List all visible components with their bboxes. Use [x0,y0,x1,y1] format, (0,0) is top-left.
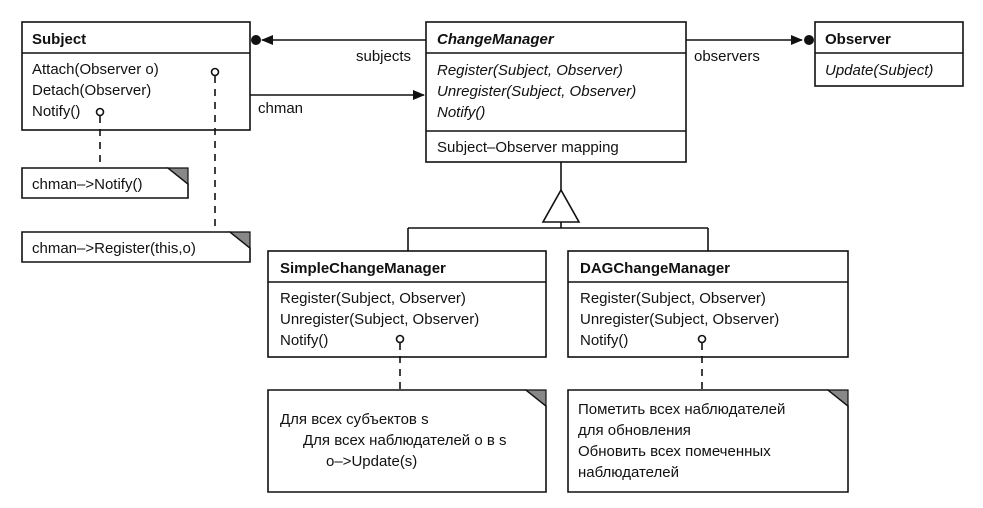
note-dag-line-3: Обновить всех помеченных [578,443,771,460]
dag-change-manager-box [567,250,849,358]
dag-op-register: Register(Subject, Observer) [580,290,766,307]
association-observers: observers [686,35,814,65]
note-simple-line-1: Для всех субъектов s [280,411,429,428]
association-subjects: subjects [251,35,426,65]
chman-label: chman [258,100,303,117]
observer-op-update: Update(Subject) [825,62,933,79]
subject-class-name: Subject [32,31,86,48]
note-fold-icon [228,231,251,250]
dag-notify-anchor [697,334,707,344]
change-manager-op-register: Register(Subject, Observer) [437,62,623,79]
note-dag-notify: Пометить всех наблюдателей для обновлени… [567,389,849,493]
subject-op-attach: Attach(Observer o) [32,61,159,78]
dag-change-manager-name: DAGChangeManager [580,260,730,277]
note-dag-notify-box [567,389,849,493]
change-manager-class-name: ChangeManager [437,31,555,48]
note-subject-notify: chman–>Notify() [21,167,189,199]
note-subject-attach-text: chman–>Register(this,o) [32,240,196,257]
dag-op-unregister: Unregister(Subject, Observer) [580,311,779,328]
simple-change-manager-box [267,250,547,358]
simple-change-manager-name: SimpleChangeManager [280,260,446,277]
simple-op-unregister: Unregister(Subject, Observer) [280,311,479,328]
note-dag-line-2: для обновления [578,422,691,439]
simple-change-manager-class[interactable]: SimpleChangeManager Register(Subject, Ob… [267,250,547,358]
observers-multiplicity-dot [804,35,814,45]
note-subject-notify-text: chman–>Notify() [32,176,142,193]
change-manager-class[interactable]: ChangeManager Register(Subject, Observer… [425,21,687,163]
subject-class[interactable]: Subject Attach(Observer o) Detach(Observ… [21,21,251,131]
subject-op-notify: Notify() [32,103,80,120]
note-simple-notify: Для всех субъектов s Для всех наблюдател… [267,389,547,493]
note-simple-line-2: Для всех наблюдателей o в s [303,432,507,449]
note-dag-line-4: наблюдателей [578,464,679,481]
subject-op-detach: Detach(Observer) [32,82,151,99]
dag-op-notify: Notify() [580,332,628,349]
subject-class-box [21,21,251,131]
note-subject-attach: chman–>Register(this,o) [21,231,251,263]
association-chman: chman [250,90,425,117]
observer-class-box [814,21,964,87]
note-subject-notify-box [21,167,189,199]
change-manager-op-notify: Notify() [437,104,485,121]
subjects-label: subjects [356,48,411,65]
subject-attach-anchor [210,67,220,77]
observer-class-name: Observer [825,31,891,48]
note-simple-notify-box [267,389,547,493]
subjects-multiplicity-dot [251,35,261,45]
observer-class[interactable]: Observer Update(Subject) [814,21,964,87]
subject-notify-anchor [95,107,105,117]
inheritance-triangle-icon [541,188,581,223]
note-dag-line-1: Пометить всех наблюдателей [578,401,785,418]
note-fold-icon [166,167,189,186]
dag-change-manager-class[interactable]: DAGChangeManager Register(Subject, Obser… [567,250,849,358]
simple-notify-anchor [395,334,405,344]
note-fold-icon [524,389,547,408]
simple-op-notify: Notify() [280,332,328,349]
inheritance-tree [407,162,709,251]
note-simple-line-3: o–>Update(s) [326,453,417,470]
change-manager-op-unregister: Unregister(Subject, Observer) [437,83,636,100]
note-fold-icon [826,389,849,408]
observers-label: observers [694,48,760,65]
note-subject-attach-box [21,231,251,263]
change-manager-class-box [425,21,687,163]
change-manager-attr-mapping: Subject–Observer mapping [437,139,619,156]
simple-op-register: Register(Subject, Observer) [280,290,466,307]
